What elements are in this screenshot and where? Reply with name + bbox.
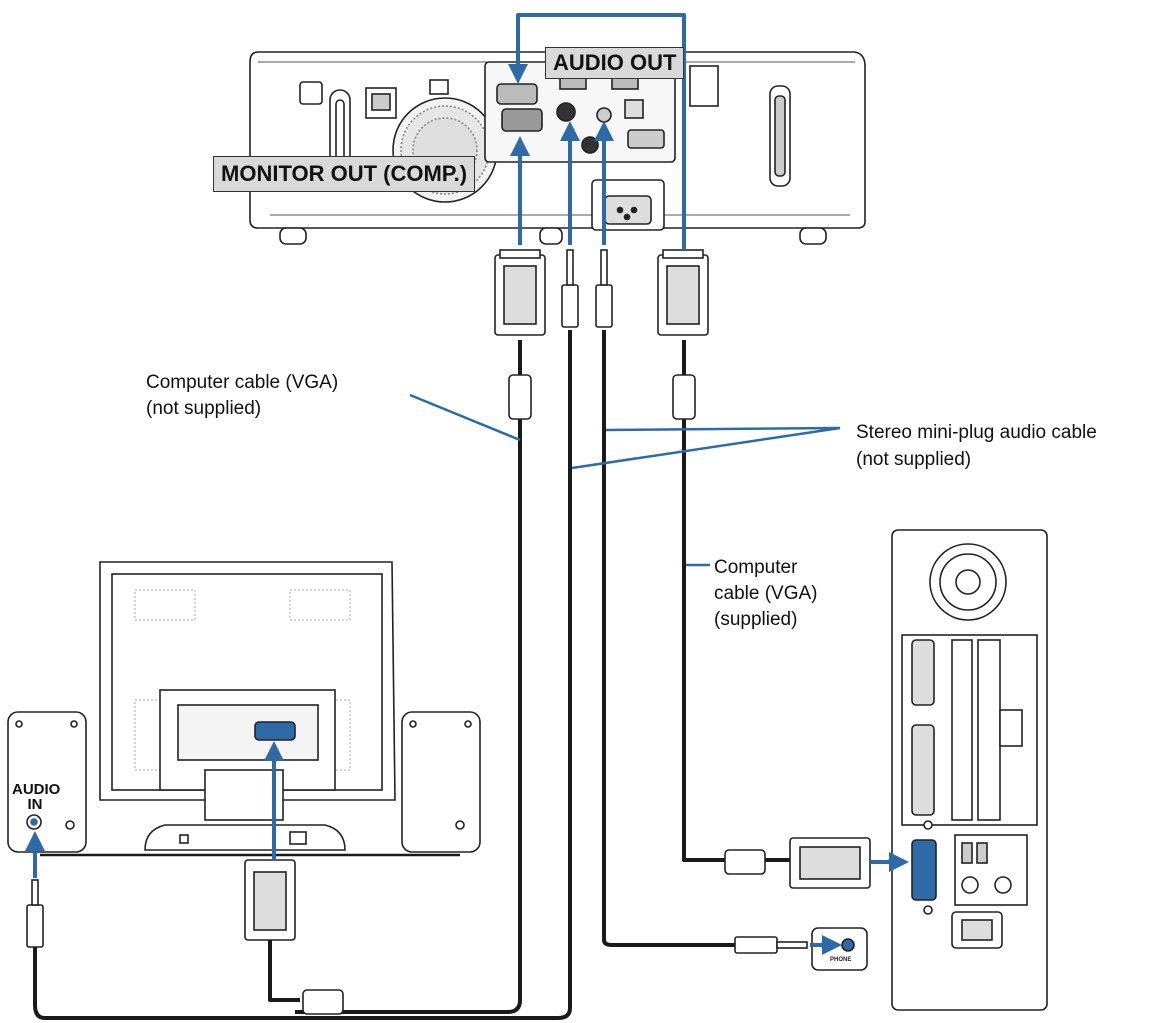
vga-cable-left-label-1: Computer cable (VGA) [146, 372, 339, 393]
audio-out-callout: AUDIO OUT [545, 47, 685, 79]
stereo-cable-label-2: (not supplied) [856, 449, 972, 470]
speaker-icon [7, 711, 481, 853]
computer-tower-icon [891, 529, 1048, 1011]
projector-icon [249, 51, 866, 245]
stereo-cable-label-1: Stereo mini-plug audio cable [856, 422, 1097, 443]
mini-plug-icon [26, 249, 808, 954]
phone-jack-icon [811, 927, 868, 971]
phone-label: PHONE [830, 957, 852, 963]
vga-cable-left-label-2: (not supplied) [146, 398, 262, 419]
ferrite-cores [302, 374, 766, 1015]
vga-cable-right-label-2: cable (VGA) [714, 583, 818, 604]
vga-cable-right-label-1: Computer [714, 557, 798, 578]
signal-arrows [25, 13, 909, 955]
audio-in-label-2: IN [27, 796, 43, 813]
vga-plug-icon [244, 249, 871, 941]
audio-in-label-1: AUDIO [12, 781, 61, 798]
vga-cable-right-label-3: (supplied) [714, 609, 798, 630]
cables [33, 330, 790, 1020]
monitor-icon [99, 561, 396, 851]
monitor-out-callout: MONITOR OUT (COMP.) [213, 156, 476, 192]
leader-lines [409, 393, 841, 567]
